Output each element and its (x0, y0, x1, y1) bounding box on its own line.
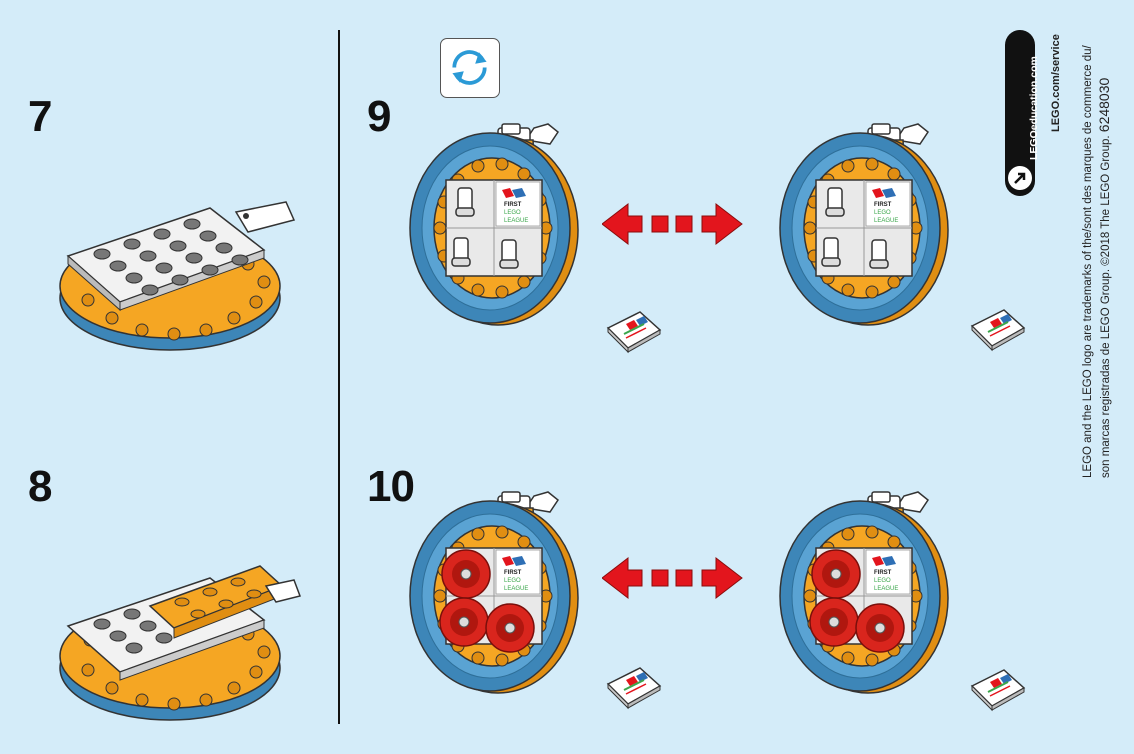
step-10-tile-right (968, 666, 1030, 716)
lego-service-link[interactable]: LEGO.com/service (1050, 34, 1062, 132)
step-10-medal-front (398, 486, 598, 711)
step-10-tile-left (604, 664, 666, 714)
step-number-9: 9 (367, 92, 390, 142)
legal-line-1: LEGO and the LEGO logo are trademarks of… (1082, 45, 1094, 478)
rotate-icon (440, 38, 500, 98)
double-arrow-icon (602, 202, 744, 248)
step-number-8: 8 (28, 462, 51, 512)
step-9-tile-right (968, 306, 1030, 356)
step-9-medal-back (768, 118, 968, 343)
column-divider (338, 30, 340, 724)
step-7-illustration (50, 190, 310, 360)
step-number-7: 7 (28, 92, 51, 142)
double-arrow-icon (602, 556, 744, 602)
set-number: 6248030 (1096, 78, 1112, 133)
step-9-medal-front (398, 118, 598, 343)
legal-line-2-text: son marcas registradas de LEGO Group. ©2… (1100, 135, 1112, 478)
step-8-illustration (50, 560, 310, 730)
step-9-tile-left (604, 308, 666, 358)
legal-line-2: son marcas registradas de LEGO Group. ©2… (1096, 78, 1112, 478)
step-10-medal-back (768, 486, 968, 711)
arrow-icon (1008, 166, 1032, 190)
lego-education-link[interactable]: LEGOeducation.com (1028, 56, 1040, 160)
